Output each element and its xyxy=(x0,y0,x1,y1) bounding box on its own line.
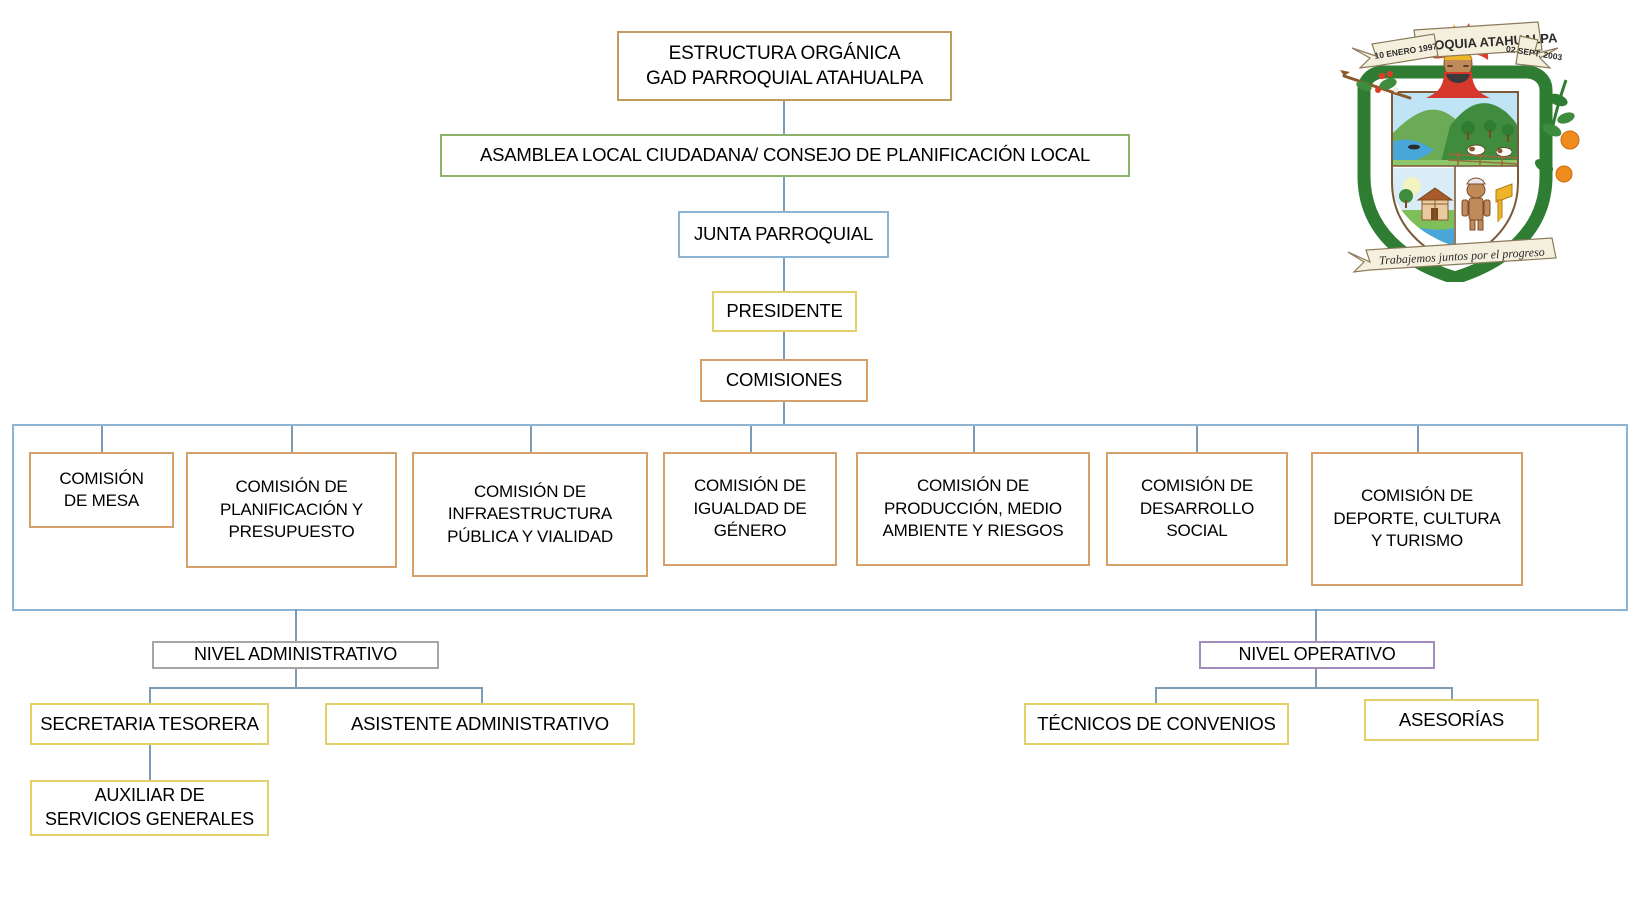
node-comision-desarrollo-social[interactable]: COMISIÓN DE DESARROLLO SOCIAL xyxy=(1106,452,1288,566)
commission-stem-4 xyxy=(750,426,752,452)
node-comision-deporte-cultura-turismo[interactable]: COMISIÓN DE DEPORTE, CULTURA Y TURISMO xyxy=(1311,452,1523,586)
parish-coat-of-arms: PARROQUIA ATAHUALPA 10 ENERO 1997 02 SEP… xyxy=(1330,14,1580,282)
connector-title-asamblea xyxy=(783,101,785,135)
connector-admin-stem xyxy=(295,669,297,687)
node-comision-infraestructura-vialidad[interactable]: COMISIÓN DE INFRAESTRUCTURA PÚBLICA Y VI… xyxy=(412,452,648,577)
node-tecnicos-de-convenios[interactable]: TÉCNICOS DE CONVENIOS xyxy=(1024,703,1289,745)
coffee-branch xyxy=(1340,70,1412,100)
connector-admin-bus xyxy=(149,687,483,689)
connector-admin-asistente xyxy=(481,687,483,703)
orange-branch xyxy=(1534,79,1580,191)
node-comisiones[interactable]: COMISIONES xyxy=(700,359,868,402)
connector-junta-presidente xyxy=(783,258,785,291)
node-estructura-organica[interactable]: ESTRUCTURA ORGÁNICA GAD PARROQUIAL ATAHU… xyxy=(617,31,952,101)
emblem-left-ribbon: 10 ENERO 1997 xyxy=(1351,33,1439,69)
connector-presidente-comisiones xyxy=(783,331,785,359)
commission-stem-1 xyxy=(101,426,103,452)
connector-comisiones-container xyxy=(783,401,785,425)
connector-asamblea-junta xyxy=(783,176,785,211)
connector-oper-asesorias xyxy=(1451,687,1453,699)
emblem-motto-banner: Trabajemos juntos por el progreso xyxy=(1347,237,1557,273)
connector-secretaria-auxiliar xyxy=(149,745,151,780)
node-asamblea-local-ciudadana[interactable]: ASAMBLEA LOCAL CIUDADANA/ CONSEJO DE PLA… xyxy=(440,134,1130,177)
commission-stem-7 xyxy=(1417,426,1419,452)
node-comision-planificacion-presupuesto[interactable]: COMISIÓN DE PLANIFICACIÓN Y PRESUPUESTO xyxy=(186,452,397,568)
connector-oper-stem xyxy=(1315,669,1317,687)
commission-stem-5 xyxy=(973,426,975,452)
node-nivel-operativo[interactable]: NIVEL OPERATIVO xyxy=(1199,641,1435,669)
commission-stem-2 xyxy=(291,426,293,452)
node-comision-igualdad-genero[interactable]: COMISIÓN DE IGUALDAD DE GÉNERO xyxy=(663,452,837,566)
connector-container-nivel-administrativo xyxy=(295,609,297,641)
node-comision-de-mesa[interactable]: COMISIÓN DE MESA xyxy=(29,452,174,528)
node-nivel-administrativo[interactable]: NIVEL ADMINISTRATIVO xyxy=(152,641,439,669)
node-junta-parroquial[interactable]: JUNTA PARROQUIAL xyxy=(678,211,889,258)
node-secretaria-tesorera[interactable]: SECRETARIA TESORERA xyxy=(30,703,269,745)
connector-admin-secretaria xyxy=(149,687,151,703)
connector-oper-bus xyxy=(1155,687,1451,689)
node-asistente-administrativo[interactable]: ASISTENTE ADMINISTRATIVO xyxy=(325,703,635,745)
connector-oper-tecnicos xyxy=(1155,687,1157,703)
node-presidente[interactable]: PRESIDENTE xyxy=(712,291,857,332)
shield-surround xyxy=(1357,65,1553,282)
commission-stem-6 xyxy=(1196,426,1198,452)
node-auxiliar-servicios-generales[interactable]: AUXILIAR DE SERVICIOS GENERALES xyxy=(30,780,269,836)
node-comision-produccion-ambiente-riesgos[interactable]: COMISIÓN DE PRODUCCIÓN, MEDIO AMBIENTE Y… xyxy=(856,452,1090,566)
node-asesorias[interactable]: ASESORÍAS xyxy=(1364,699,1539,741)
connector-container-nivel-operativo xyxy=(1315,609,1317,641)
commission-stem-3 xyxy=(530,426,532,452)
commissions-container xyxy=(12,424,1628,611)
